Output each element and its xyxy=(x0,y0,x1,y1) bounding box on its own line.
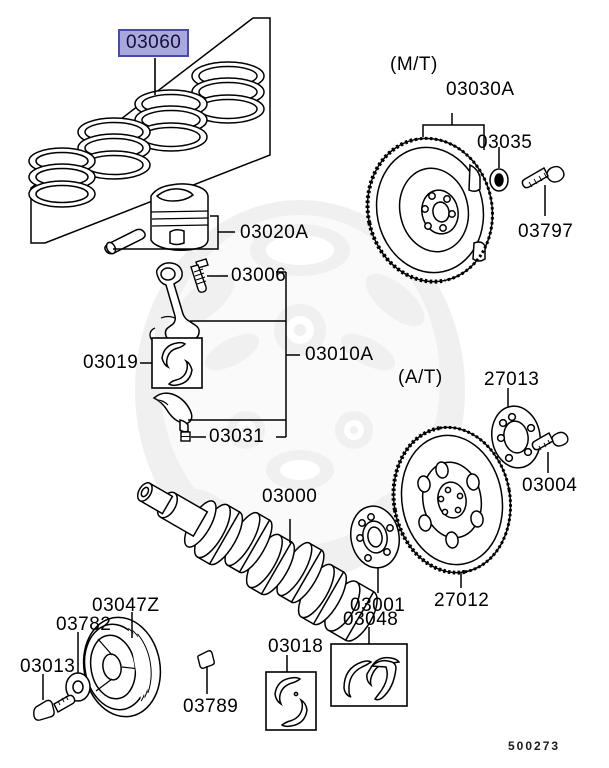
leader-03020A xyxy=(113,215,235,250)
main-bearing-shells xyxy=(274,676,308,728)
crank-flange-plate-graphic xyxy=(350,505,400,569)
part-label-03048[interactable]: 03048 xyxy=(343,609,399,630)
drive-plate-bolt-graphic xyxy=(531,431,569,451)
pilot-bearing-graphic xyxy=(489,168,509,192)
part-label-03001[interactable]: 03001 xyxy=(350,595,406,616)
flywheel-ring-gear-teeth xyxy=(365,136,494,284)
piston-rings xyxy=(28,61,265,208)
section-heading-at: (A/T) xyxy=(398,367,443,388)
part-label-27012[interactable]: 27012 xyxy=(434,590,490,611)
part-label-03035[interactable]: 03035 xyxy=(477,132,533,153)
bracket-03010A xyxy=(188,271,300,438)
bracket-03030A xyxy=(422,113,485,150)
part-label-03006[interactable]: 03006 xyxy=(231,265,287,286)
piston-pin-graphic xyxy=(104,228,146,255)
flywheel-mt-graphic xyxy=(366,137,494,283)
part-label-27013[interactable]: 27013 xyxy=(484,369,540,390)
piston-graphic xyxy=(150,183,209,252)
connecting-rod-cap-graphic xyxy=(152,392,193,433)
background-watermark xyxy=(135,200,465,580)
part-label-03020A[interactable]: 03020A xyxy=(240,222,309,243)
part-label-03004[interactable]: 03004 xyxy=(522,475,578,496)
part-label-03013[interactable]: 03013 xyxy=(20,656,76,677)
pulley-washer-graphic xyxy=(65,672,91,702)
part-label-03010A[interactable]: 03010A xyxy=(305,344,374,365)
drive-plate-teeth xyxy=(391,425,512,575)
part-label-03030A[interactable]: 03030A xyxy=(446,79,515,100)
crank-pulley-graphic xyxy=(82,616,162,718)
conrod-nut-graphic xyxy=(180,431,191,442)
crank-key-graphic xyxy=(197,650,215,669)
pulley-bolt-graphic xyxy=(33,694,76,721)
flywheel-bolt-graphic xyxy=(521,165,565,189)
part-label-03797[interactable]: 03797 xyxy=(518,221,574,242)
crankshaft-graphic xyxy=(136,482,378,642)
section-heading-mt: (M/T) xyxy=(390,54,438,75)
part-label-03031[interactable]: 03031 xyxy=(209,426,265,447)
conrod-bearing-shells xyxy=(161,341,193,387)
part-label-03782[interactable]: 03782 xyxy=(56,614,112,635)
part-label-03019[interactable]: 03019 xyxy=(83,352,139,373)
diagram-reference-number: 500273 xyxy=(508,739,561,753)
part-label-03047Z[interactable]: 03047Z xyxy=(92,595,160,616)
drive-plate-adapter-graphic xyxy=(491,405,541,469)
connecting-rod-bolt-graphic xyxy=(190,258,209,293)
part-label-03060[interactable]: 03060 xyxy=(118,29,190,57)
part-label-03789[interactable]: 03789 xyxy=(183,696,239,717)
thrust-washer-shells xyxy=(343,656,401,701)
part-label-03000[interactable]: 03000 xyxy=(262,486,318,507)
part-label-03018[interactable]: 03018 xyxy=(268,636,324,657)
drive-plate-at-graphic xyxy=(392,426,512,574)
